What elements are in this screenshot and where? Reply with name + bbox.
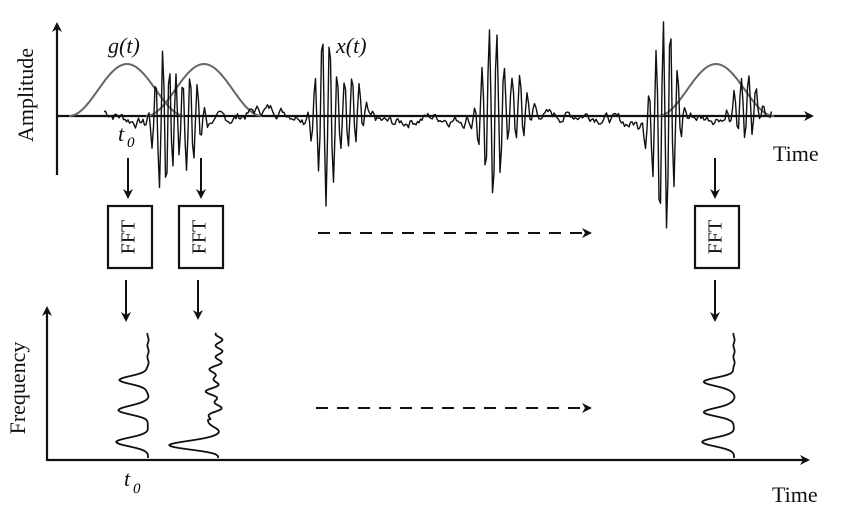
frequency-axis-label: Frequency bbox=[5, 342, 30, 435]
fft-block-2-label: FFT bbox=[189, 220, 211, 254]
top-panel: Amplitude Time g(t) x(t) t 0 bbox=[13, 21, 819, 229]
spectrum-3 bbox=[701, 332, 736, 458]
window-curve-2 bbox=[145, 62, 263, 117]
transform-stage: FFT FFT FFT bbox=[106, 158, 741, 322]
bottom-panel: Frequency Time t 0 bbox=[5, 306, 818, 507]
t0-marker-bottom-sub: 0 bbox=[133, 481, 141, 497]
window-label: g(t) bbox=[108, 33, 140, 58]
fft-block-3-label: FFT bbox=[705, 220, 727, 254]
time-axis-top-label: Time bbox=[773, 141, 819, 166]
signal-waveform bbox=[103, 21, 773, 229]
t0-marker-top-sub: 0 bbox=[127, 135, 135, 151]
t0-marker-top-t: t bbox=[118, 121, 125, 146]
spectrum-1 bbox=[115, 332, 150, 458]
t0-marker-bottom-t: t bbox=[124, 466, 131, 491]
fft-block-3: FFT bbox=[693, 204, 741, 270]
t0-marker-top: t 0 bbox=[118, 121, 135, 151]
spectrum-2 bbox=[167, 332, 224, 459]
t0-marker-bottom: t 0 bbox=[124, 466, 141, 497]
amplitude-axis-label: Amplitude bbox=[13, 48, 38, 142]
signal-label: x(t) bbox=[335, 33, 367, 58]
fft-block-2: FFT bbox=[177, 204, 225, 270]
time-axis-bottom-label: Time bbox=[772, 482, 818, 507]
fft-block-1: FFT bbox=[106, 204, 154, 270]
fft-block-1-label: FFT bbox=[118, 220, 140, 254]
